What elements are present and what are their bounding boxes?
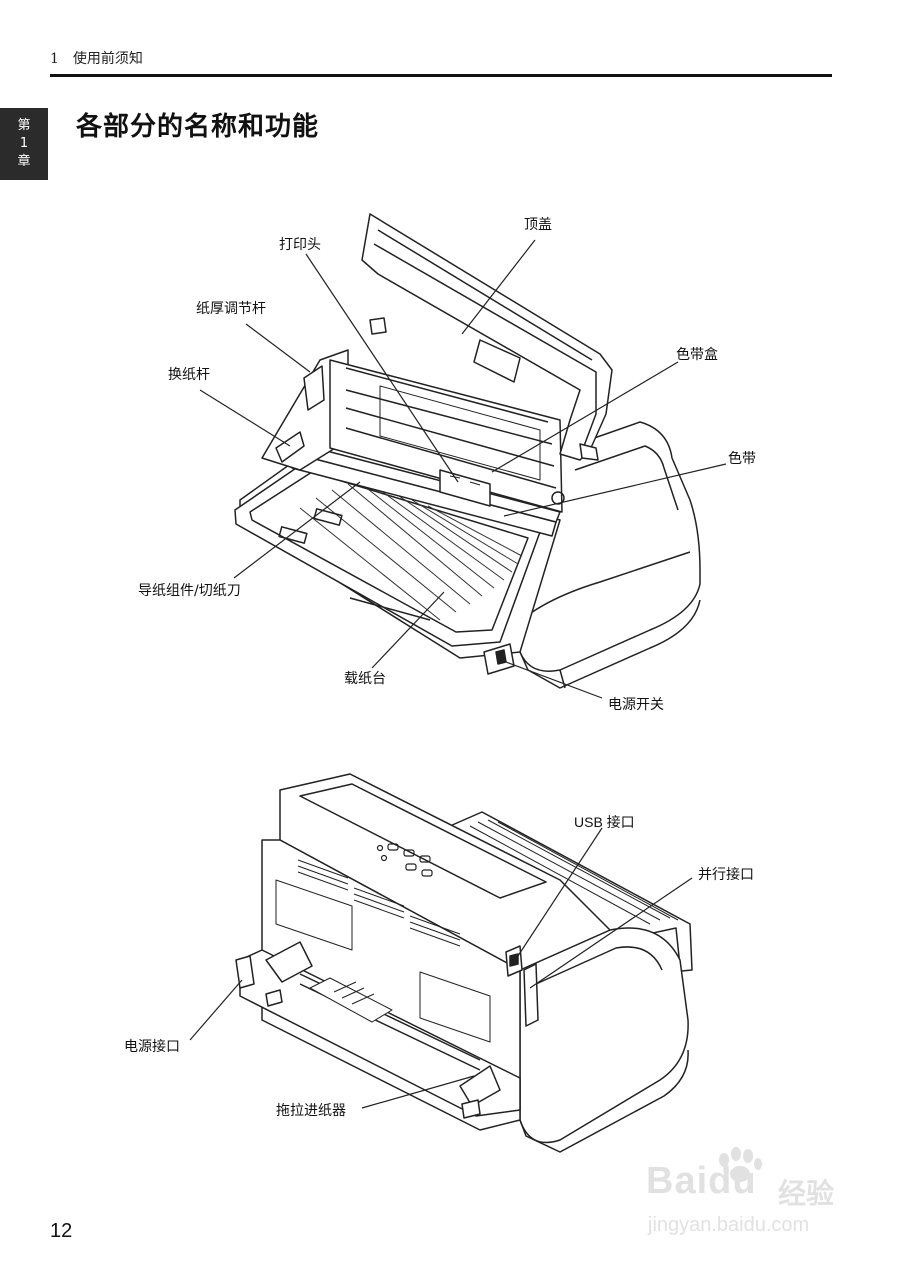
label-thickness-lever: 纸厚调节杆 (196, 301, 266, 317)
back-printer-illustration (189, 773, 693, 1153)
page-title: 各部分的名称和功能 (76, 112, 320, 142)
running-header: 1 使用前须知 (50, 48, 143, 68)
front-view-figure: 顶盖 打印头 纸厚调节杆 色带盒 换纸杆 色带 导纸组件/切纸刀 载纸台 电源开… (0, 200, 906, 720)
label-ribbon-cassette: 色带盒 (676, 347, 718, 363)
front-printer-illustration (199, 213, 727, 699)
back-view-figure: USB 接口 并行接口 电源接口 拖拉进纸器 (0, 760, 906, 1160)
label-paper-select-lever: 换纸杆 (168, 367, 210, 383)
chapter-tab-line2: 1 (19, 136, 29, 151)
label-print-head: 打印头 (279, 237, 321, 253)
header-rule (50, 74, 832, 77)
chapter-tab-line1: 第 (17, 118, 31, 133)
header-running-title: 使用前须知 (72, 51, 143, 67)
label-usb-port: USB 接口 (574, 814, 635, 830)
baidu-watermark: Baidu 经验 jingyan.baidu.com (640, 1147, 850, 1248)
label-ribbon: 色带 (728, 451, 756, 467)
label-power-switch: 电源开关 (608, 697, 664, 713)
label-tractor: 拖拉进纸器 (276, 1103, 346, 1119)
page-number: 12 (50, 1220, 73, 1242)
header-chapter-number: 1 (50, 51, 59, 67)
watermark-brand: Baidu (646, 1160, 757, 1202)
watermark-url: jingyan.baidu.com (648, 1214, 810, 1236)
label-paper-table: 载纸台 (344, 671, 386, 687)
chapter-tab-line3: 章 (17, 154, 31, 169)
label-paper-guide: 导纸组件/切纸刀 (138, 583, 241, 599)
paw-print-icon (719, 1147, 762, 1182)
label-parallel-port: 并行接口 (698, 867, 754, 883)
chapter-tab: 第 1 章 (0, 108, 48, 180)
watermark-product: 经验 (778, 1178, 835, 1209)
label-power-connector: 电源接口 (124, 1039, 180, 1055)
label-top-cover: 顶盖 (524, 217, 552, 233)
